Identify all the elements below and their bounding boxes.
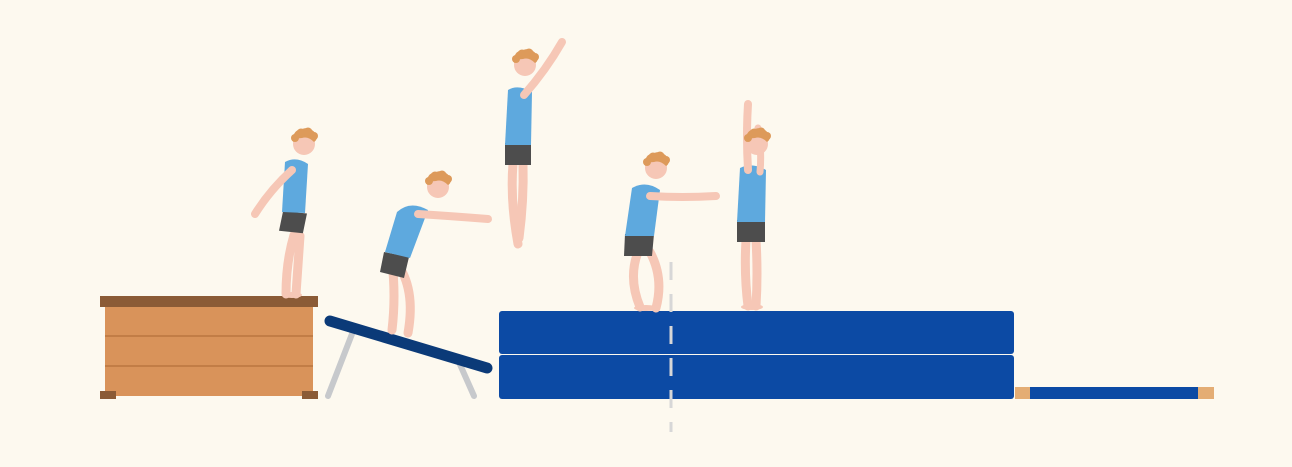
landing-strip: [1015, 387, 1214, 399]
landing-mat-stack: [499, 311, 1014, 399]
vaulting-box: [100, 296, 318, 399]
